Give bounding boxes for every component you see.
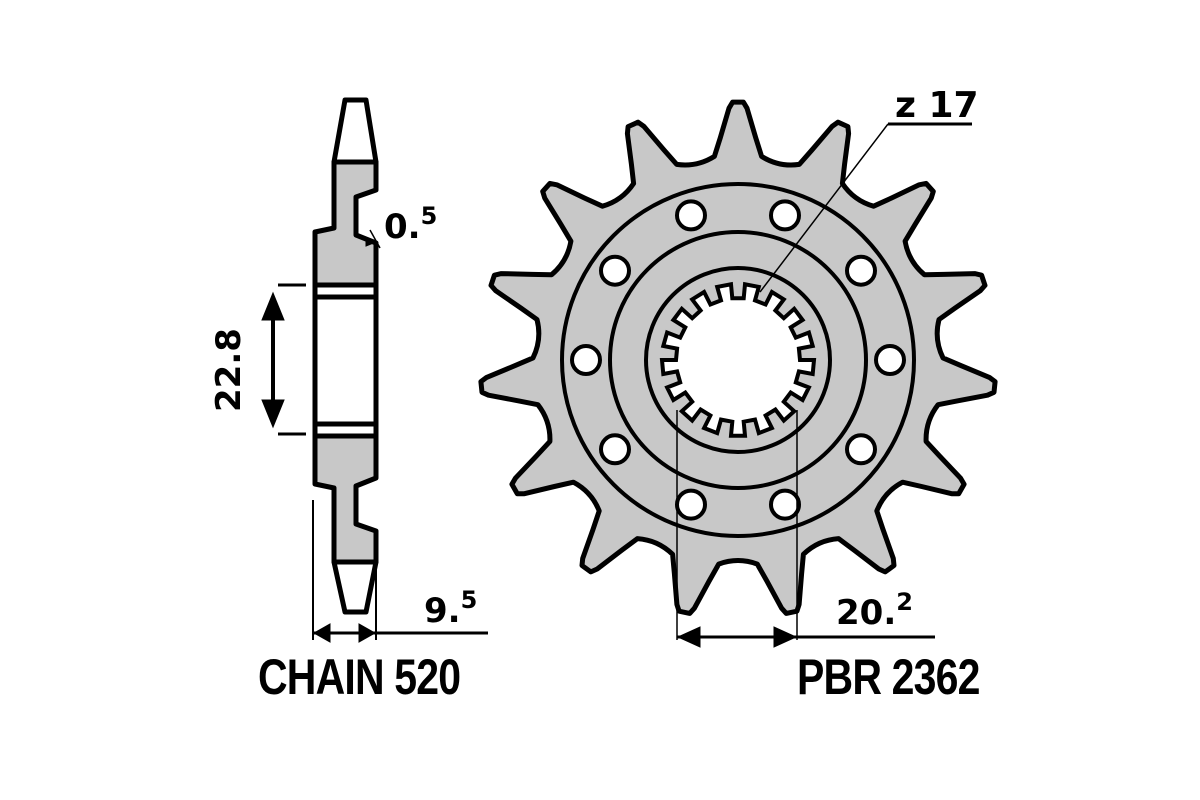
spline-count-label: z 17 bbox=[895, 85, 979, 126]
chain-label: CHAIN 520 bbox=[258, 649, 461, 705]
bolt-hole bbox=[769, 488, 801, 521]
bolt-hole bbox=[845, 433, 877, 466]
thickness-dimension-label: 9.5 bbox=[424, 586, 478, 631]
bolt-holes bbox=[570, 199, 906, 521]
front-dimensions bbox=[676, 122, 972, 648]
part-number-label: PBR 2362 bbox=[797, 649, 980, 705]
spline-dimension-label: 20.2 bbox=[836, 588, 913, 633]
side-bottom-tooth bbox=[331, 559, 379, 615]
side-dimensions bbox=[261, 229, 488, 643]
side-lower-body bbox=[312, 433, 379, 565]
spline-bore bbox=[659, 281, 817, 438]
bolt-hole bbox=[845, 254, 877, 287]
bolt-hole bbox=[675, 199, 707, 232]
bolt-hole bbox=[599, 433, 631, 466]
hub-width-dimension-label: 22.8 bbox=[209, 328, 249, 412]
bolt-hole bbox=[599, 254, 631, 287]
bolt-hole bbox=[570, 344, 602, 376]
bolt-hole bbox=[675, 488, 707, 521]
bolt-hole bbox=[769, 199, 801, 232]
offset-dimension-label: 0.5 bbox=[384, 202, 438, 247]
front-view bbox=[478, 99, 998, 616]
side-upper-body bbox=[312, 159, 379, 288]
side-view bbox=[312, 97, 379, 615]
side-top-tooth bbox=[331, 97, 379, 165]
bolt-hole bbox=[874, 344, 906, 376]
